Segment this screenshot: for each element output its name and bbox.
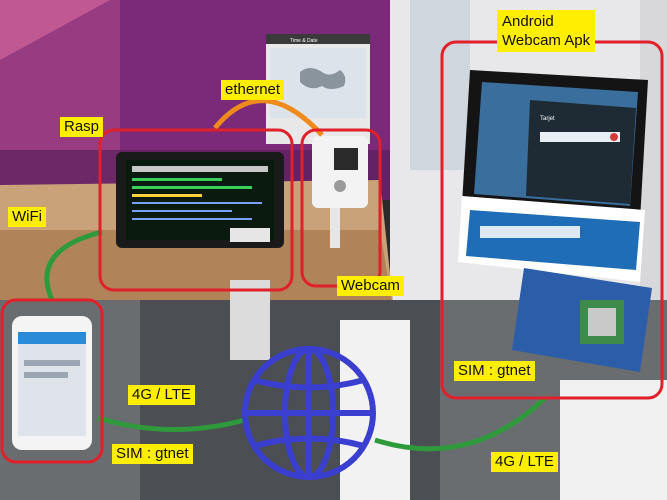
lte-right-label: 4G / LTE bbox=[491, 452, 558, 472]
globe-icon bbox=[242, 346, 376, 480]
lte-link-left bbox=[97, 415, 246, 433]
rasp-label: Rasp bbox=[60, 117, 104, 137]
android-label-line2: Webcam Apk bbox=[502, 32, 591, 49]
android-label-line1: Android bbox=[502, 13, 554, 30]
desktop-window-title: Time & Date bbox=[290, 38, 318, 44]
lte-link-right bbox=[374, 396, 547, 452]
android-webcam-apk-label: Android Webcam Apk bbox=[497, 10, 596, 52]
rasp-box bbox=[98, 128, 294, 292]
sim-right-label: SIM : gtnet bbox=[454, 361, 535, 381]
ethernet-label: ethernet bbox=[221, 80, 285, 100]
tablet-header: Tarjet bbox=[540, 116, 555, 122]
webcam-device bbox=[312, 136, 368, 208]
wifi-link bbox=[44, 229, 103, 302]
phone-box bbox=[0, 298, 104, 464]
ethernet-link bbox=[213, 98, 324, 137]
sim-left-label: SIM : gtnet bbox=[112, 444, 193, 464]
lte-left-label: 4G / LTE bbox=[128, 385, 195, 405]
wifi-label: WiFi bbox=[8, 207, 46, 227]
webcam-label: Webcam bbox=[337, 276, 404, 296]
